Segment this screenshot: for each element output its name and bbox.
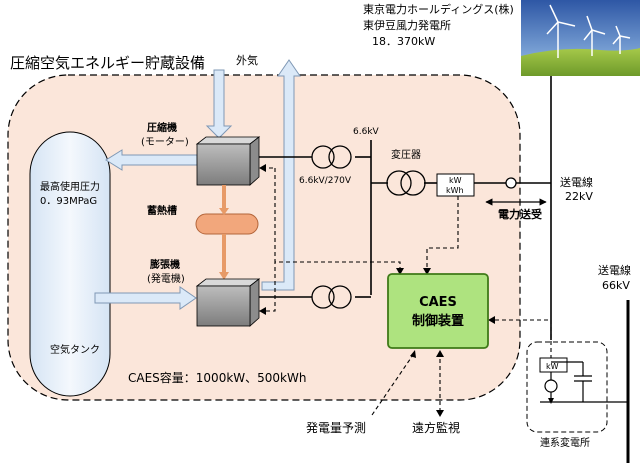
substation-area <box>526 341 608 433</box>
air-tank <box>29 131 111 397</box>
voltage-ratio-label: 6.6kV/270V <box>299 176 352 186</box>
current-transformer-icon <box>544 379 558 393</box>
heat-arrow-head-1 <box>219 208 229 215</box>
electrical-lines <box>259 140 551 298</box>
power-transfer-label: 電力送受 <box>498 207 542 221</box>
air-to-expander-arrow <box>94 286 197 310</box>
line-22kv-voltage: 22kV <box>565 190 593 203</box>
meter-box <box>436 173 475 197</box>
plant-name: 東伊豆風力発電所 <box>363 18 451 32</box>
remote-monitoring-label: 遠方監視 <box>412 420 460 435</box>
air-to-tank-arrow <box>105 149 198 171</box>
ctrl-arrow-in-2 <box>423 268 431 275</box>
wind-farm-photo <box>521 0 640 76</box>
expander-unit <box>195 278 261 327</box>
tank-max-pressure-label: 最高使用圧力 <box>40 180 100 193</box>
transformer-2-icon <box>311 285 352 309</box>
line-66kv-voltage: 66kV <box>602 279 630 292</box>
compressor-label: 圧縮機 <box>147 121 177 134</box>
outside-air-label: 外気 <box>236 53 258 67</box>
substation-arrow <box>548 398 554 404</box>
outside-air-arrows <box>94 59 301 310</box>
transformer-label: 変圧器 <box>391 148 421 161</box>
compressor-unit <box>195 136 261 186</box>
heat-arrow-head-2 <box>219 272 229 280</box>
caes-controller <box>387 273 489 349</box>
air-exhaust-arrow <box>261 59 301 291</box>
diagram-title: 圧縮空気エネルギー貯蔵設備 <box>10 54 205 72</box>
tank-name: 空気タンク <box>50 343 100 356</box>
breaker-icon <box>505 177 517 189</box>
controller-label: CAES <box>419 295 457 310</box>
expander-sublabel: (発電機) <box>147 272 185 285</box>
expander-label: 膨張機 <box>150 258 180 271</box>
wind-turbine-icon <box>546 4 631 58</box>
air-intake-arrow <box>205 69 233 139</box>
heat-storage-tank <box>195 213 259 235</box>
transformer-1-icon <box>311 145 352 169</box>
ctrl-arrow-forecast <box>410 350 416 358</box>
substation-equipment <box>540 361 628 403</box>
ctrl-arrow-remote-up <box>436 350 444 357</box>
ctrl-arrow-compressor <box>259 164 266 172</box>
ctrl-arrow-expander <box>259 307 266 315</box>
plant-capacity: 18．370kW <box>372 35 435 48</box>
line-22kv-label: 送電線 <box>560 175 593 189</box>
control-signal-lines <box>259 167 552 416</box>
ctrl-arrow-substation <box>488 316 495 324</box>
main-transformer-icon <box>386 170 426 196</box>
plant-owner: 東京電力ホールディングス(株) <box>363 2 514 16</box>
ctrl-arrow-in-1 <box>396 268 404 275</box>
controller-sublabel: 制御装置 <box>412 313 464 329</box>
compressor-sublabel: (モーター) <box>141 136 189 148</box>
meter-kw-label: kW <box>449 176 462 185</box>
substation-label: 連系変電所 <box>540 436 590 449</box>
substation-meter-label: kW <box>546 362 559 371</box>
ctrl-arrow-remote-down <box>436 410 444 417</box>
voltage-6-6kv-label: 6.6kV <box>353 127 380 137</box>
meter-kwh-label: kWh <box>446 186 464 195</box>
line-66kv-label: 送電線 <box>598 263 631 277</box>
heat-storage-label: 蓄熱槽 <box>147 204 177 217</box>
caes-capacity-label: CAES容量：1000kW、500kWh <box>128 370 306 385</box>
forecast-label: 発電量予測 <box>306 421 366 435</box>
tank-max-pressure-value: 0．93MPaG <box>40 196 97 207</box>
